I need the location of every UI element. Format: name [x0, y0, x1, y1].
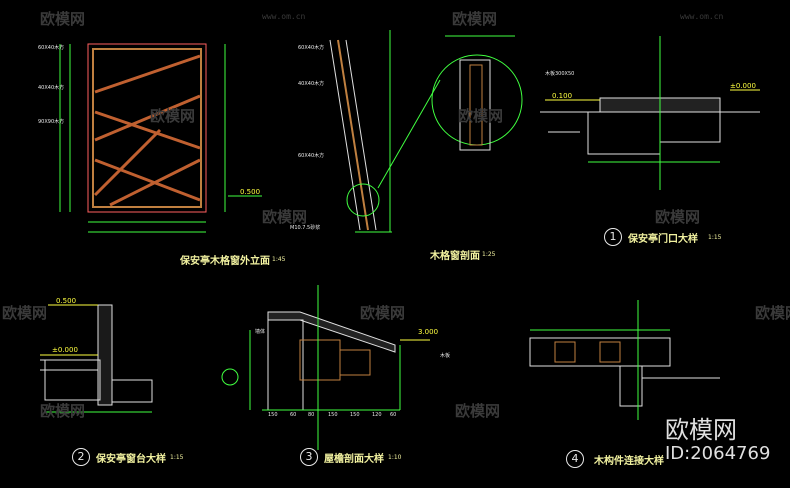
dimension: 80: [308, 412, 315, 418]
drawing-title: 保安亭门口大样: [628, 234, 698, 245]
watermark: 欧模网: [458, 107, 504, 125]
detail-number: 1: [604, 228, 622, 246]
annotation: 60X40木方: [38, 45, 65, 51]
dimension: 150: [268, 412, 278, 418]
level-mark: ±0.000: [730, 82, 756, 90]
dimension: 120: [372, 412, 382, 418]
watermark: 欧模网: [262, 208, 308, 226]
joint-detail: [529, 300, 720, 420]
annotation: 60X40木方: [298, 45, 325, 51]
annotation: 40X40木方: [298, 81, 325, 87]
annotation: 墙体: [255, 329, 266, 335]
drawing-scale: 1:45: [272, 256, 286, 263]
drawing-title: 屋檐剖面大样: [324, 454, 384, 465]
watermark-url: www.om.cn: [262, 12, 306, 21]
window-section: [329, 30, 523, 233]
drawing-title: 木格窗剖面: [430, 251, 480, 262]
watermark: 欧模网: [150, 107, 196, 125]
watermark: 欧模网: [360, 304, 406, 322]
watermark: 欧模网: [455, 402, 501, 420]
window-elevation: [59, 43, 262, 233]
watermark: 欧模网: [755, 304, 790, 322]
annotation: 40X40木方: [38, 85, 65, 91]
annotation: 90X90木方: [38, 119, 65, 125]
drawing-scale: 1:15: [170, 454, 184, 461]
dimension: 60: [290, 412, 297, 418]
level-mark: ±0.000: [52, 346, 78, 354]
watermark: 欧模网: [2, 304, 48, 322]
detail-number: 4: [566, 450, 584, 468]
watermark: 欧模网: [40, 10, 86, 28]
level-mark: 0.500: [240, 188, 261, 196]
drawing-title: 保安亭木格窗外立面: [180, 256, 270, 267]
drawing-title: 木构件连接大样: [594, 456, 664, 467]
dimension: 150: [350, 412, 360, 418]
eave-detail: [221, 285, 430, 450]
watermark: 欧模网: [655, 208, 701, 226]
drawing-scale: 1:25: [482, 251, 496, 258]
drawing-title: 保安亭窗台大样: [96, 454, 166, 465]
annotation: 60X40木方: [298, 153, 325, 159]
annotation: 木板300X50: [545, 71, 575, 77]
sill-detail: [40, 304, 153, 413]
watermark: 欧模网: [40, 402, 86, 420]
level-mark: 3.000: [418, 328, 439, 336]
door-detail: [540, 36, 760, 190]
dimension: 150: [328, 412, 338, 418]
annotation: M10.7.5砂浆: [290, 225, 321, 231]
annotation: 木板: [440, 353, 451, 359]
watermark-url: www.om.cn: [680, 12, 724, 21]
drawing-scale: 1:10: [388, 454, 402, 461]
level-mark: 0.100: [552, 92, 573, 100]
detail-number: 2: [72, 448, 90, 466]
detail-number: 3: [300, 448, 318, 466]
dimension: 60: [390, 412, 397, 418]
drawing-scale: 1:15: [708, 234, 722, 241]
watermark: 欧模网: [452, 10, 498, 28]
level-mark: 0.500: [56, 297, 77, 305]
brand-logo: 欧模网: [665, 416, 737, 444]
brand-id: ID:2064769: [665, 443, 771, 464]
